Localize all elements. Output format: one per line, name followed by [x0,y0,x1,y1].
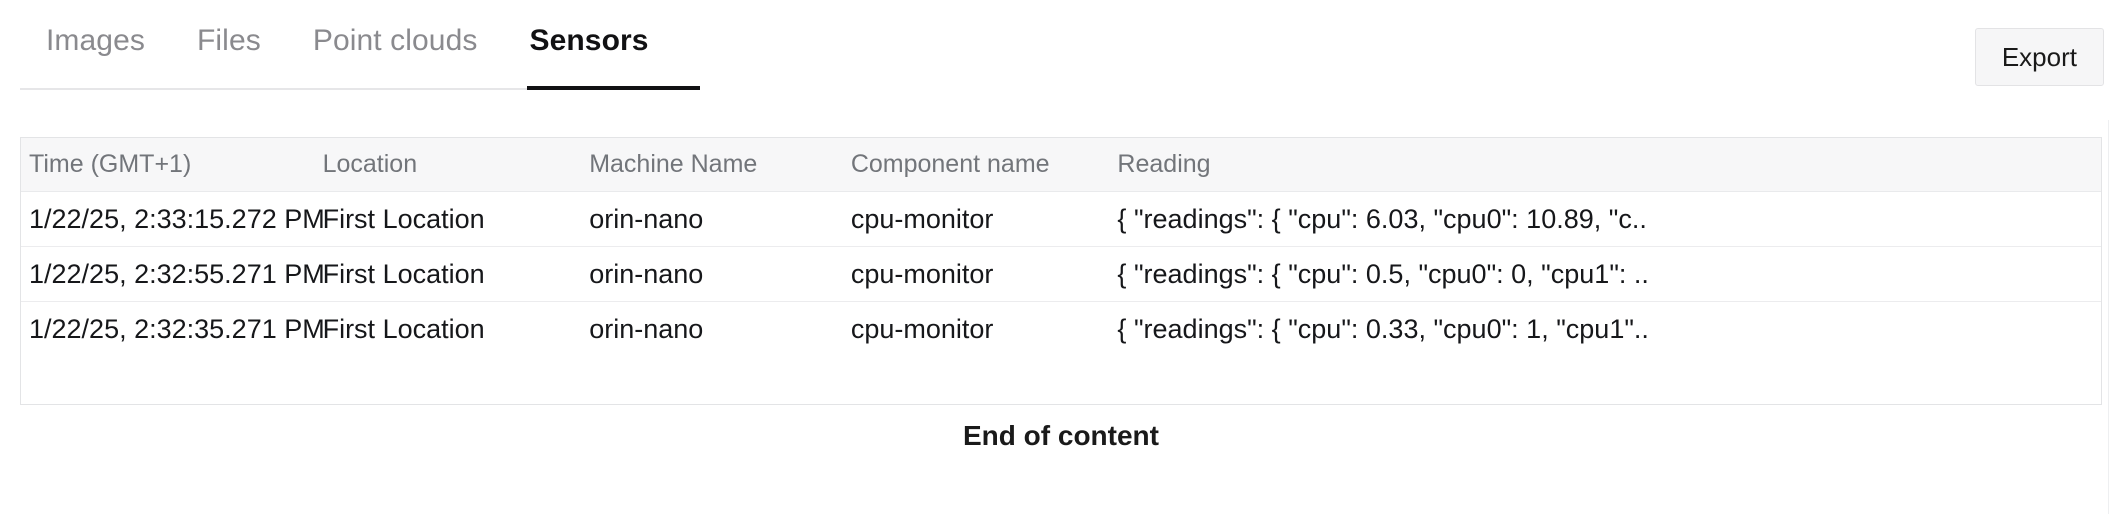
sensors-table: Time (GMT+1) Location Machine Name Compo… [20,137,2102,405]
cell-reading: { "readings": { "cpu": 0.5, "cpu0": 0, "… [1117,258,1649,289]
cell-machine-name: orin-nano [589,203,704,234]
tab-bar-divider [20,88,527,90]
table-row[interactable]: 1/22/25, 2:32:55.271 PM First Location o… [21,247,2101,302]
cell-reading: { "readings": { "cpu": 0.33, "cpu0": 1, … [1117,314,1649,344]
column-header-reading[interactable]: Reading [1117,150,1211,178]
tab-files[interactable]: Files [196,24,261,57]
column-header-machine-name[interactable]: Machine Name [589,150,758,178]
cell-time: 1/22/25, 2:33:15.272 PM [29,203,323,234]
tab-point-clouds[interactable]: Point clouds [312,24,478,57]
cell-component-name: cpu-monitor [850,258,994,289]
export-button[interactable]: Export [1974,28,2104,86]
tab-bar: Images Files Point clouds Sensors [0,0,2128,100]
cell-location: First Location [322,314,485,344]
cell-time: 1/22/25, 2:32:55.271 PM [29,258,323,289]
cell-machine-name: orin-nano [589,314,704,344]
cell-reading: { "readings": { "cpu": 6.03, "cpu0": 10.… [1117,203,1647,234]
table-row[interactable]: 1/22/25, 2:33:15.272 PM First Location o… [21,192,2101,247]
vertical-scrollbar[interactable] [2108,120,2128,514]
cell-time: 1/22/25, 2:32:35.271 PM [29,314,323,344]
active-tab-indicator [527,86,700,90]
column-header-time[interactable]: Time (GMT+1) [29,150,192,178]
end-of-content-label: End of content [963,420,1159,451]
cell-component-name: cpu-monitor [850,314,994,344]
cell-location: First Location [322,258,485,289]
tab-sensors[interactable]: Sensors [529,24,649,57]
tab-images[interactable]: Images [46,24,145,57]
cell-component-name: cpu-monitor [850,203,994,234]
table-row[interactable]: 1/22/25, 2:32:35.271 PM First Location o… [21,302,2101,357]
table-header-row: Time (GMT+1) Location Machine Name Compo… [21,138,2101,192]
cell-location: First Location [322,203,485,234]
column-header-component-name[interactable]: Component name [850,150,1050,178]
tab-list: Images Files Point clouds Sensors [20,14,675,80]
cell-machine-name: orin-nano [589,258,704,289]
column-header-location[interactable]: Location [322,150,418,178]
